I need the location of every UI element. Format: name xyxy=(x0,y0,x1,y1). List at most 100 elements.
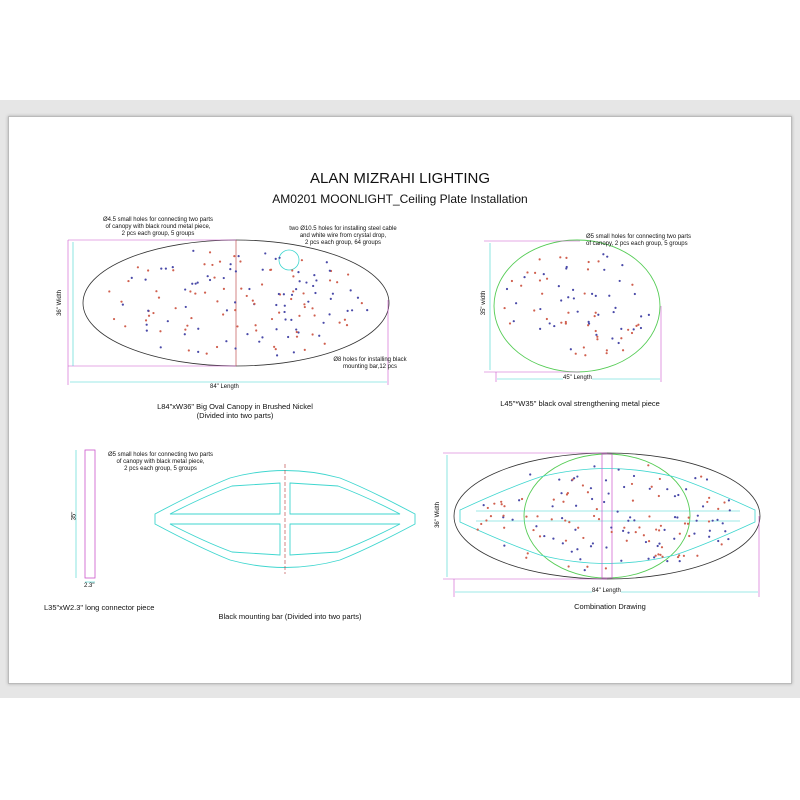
canopy-small-holes-note: Ø4.5 small holes for connecting two part… xyxy=(88,217,228,238)
hole-dot xyxy=(314,291,317,295)
hole-dot xyxy=(640,315,643,318)
hole-dot xyxy=(558,478,561,481)
hole-dot xyxy=(705,478,709,481)
hole-dot xyxy=(706,500,709,504)
hole-dot xyxy=(222,276,225,280)
hole-dot xyxy=(567,296,570,299)
hole-dot xyxy=(559,256,562,259)
hole-dot xyxy=(533,271,537,275)
hole-dot xyxy=(273,345,276,348)
hole-dot xyxy=(620,559,623,562)
hole-dot xyxy=(489,515,493,518)
hole-dot xyxy=(560,517,564,520)
hole-dot xyxy=(587,320,590,324)
hole-dot xyxy=(512,320,515,323)
hole-dot xyxy=(526,552,529,555)
hole-dot xyxy=(194,292,197,295)
hole-dot xyxy=(225,340,228,343)
hole-dot xyxy=(658,477,661,481)
hole-dot xyxy=(572,297,575,300)
hole-dot xyxy=(482,503,485,507)
hole-dot xyxy=(660,546,664,549)
hole-dot xyxy=(124,325,127,328)
hole-dot xyxy=(582,536,585,540)
hole-dot xyxy=(245,294,248,298)
hole-dot xyxy=(313,314,316,317)
hole-dot xyxy=(581,484,585,487)
hole-dot xyxy=(291,269,294,272)
hole-dot xyxy=(647,464,650,467)
hole-dot xyxy=(572,477,576,480)
hole-dot xyxy=(533,309,536,312)
hole-dot xyxy=(561,542,564,545)
hole-dot xyxy=(617,468,620,471)
hole-dot xyxy=(545,277,549,280)
hole-dot xyxy=(655,528,658,531)
hole-dot xyxy=(653,556,656,559)
hole-dot xyxy=(160,267,163,270)
strengthening-width-label: 35" width xyxy=(481,290,488,316)
hole-dot xyxy=(315,279,318,282)
hole-dot xyxy=(211,263,214,267)
hole-dot xyxy=(695,519,698,522)
drawing-sheet xyxy=(8,116,792,684)
hole-dot xyxy=(290,297,293,301)
hole-dot xyxy=(525,515,528,518)
hole-dot xyxy=(311,307,314,310)
hole-dot xyxy=(568,521,571,524)
hole-dot xyxy=(579,558,582,561)
hole-dot xyxy=(550,518,553,521)
hole-dot xyxy=(596,338,599,341)
hole-dot xyxy=(720,543,723,546)
hole-dot xyxy=(290,318,293,321)
hole-dot xyxy=(673,537,676,540)
hole-dot xyxy=(225,309,229,312)
hole-dot xyxy=(708,496,711,499)
hole-dot xyxy=(493,502,496,505)
hole-dot xyxy=(565,256,568,259)
hole-dot xyxy=(627,519,630,522)
caption-line: L84"xW36" Big Oval Canopy in Brushed Nic… xyxy=(157,402,313,411)
hole-dot xyxy=(728,509,731,512)
hole-dot xyxy=(229,268,232,271)
hole-dot xyxy=(602,253,605,256)
page-title: ALAN MIZRAHI LIGHTING xyxy=(309,170,491,187)
hole-dot xyxy=(605,349,608,352)
hole-dot xyxy=(576,475,579,478)
hole-dot xyxy=(552,537,555,540)
hole-dot xyxy=(536,515,539,518)
hole-dot xyxy=(683,522,687,525)
big-oval-canopy xyxy=(67,239,390,385)
hole-dot xyxy=(305,281,308,284)
hole-dot xyxy=(658,542,661,545)
hole-dot xyxy=(608,294,611,297)
hole-dot xyxy=(634,531,637,534)
hole-dot xyxy=(567,311,570,314)
note-line: Ø8 holes for installing black xyxy=(333,357,407,363)
hole-dot xyxy=(136,266,139,269)
hole-dot xyxy=(586,565,589,568)
hole-dot xyxy=(152,311,155,315)
hole-dot xyxy=(307,300,310,303)
hole-dot xyxy=(606,255,609,258)
hole-dot xyxy=(295,328,298,331)
hole-dot xyxy=(112,317,116,321)
hole-dot xyxy=(240,287,243,290)
hole-dot xyxy=(157,296,161,299)
hole-dot xyxy=(553,324,556,328)
hole-dot xyxy=(562,500,565,503)
hole-dot xyxy=(584,354,587,357)
hole-dot xyxy=(631,499,635,502)
hole-dot xyxy=(694,477,697,480)
hole-dot xyxy=(673,516,677,519)
hole-dot xyxy=(583,569,586,572)
hole-dot xyxy=(108,290,111,293)
hole-dot xyxy=(147,309,150,312)
hole-dot xyxy=(328,279,332,282)
hole-dot xyxy=(627,531,630,534)
hole-dot xyxy=(700,475,703,478)
hole-dot xyxy=(622,529,625,532)
hole-dot xyxy=(356,296,360,299)
hole-dot xyxy=(222,287,226,290)
hole-dot xyxy=(583,292,586,295)
